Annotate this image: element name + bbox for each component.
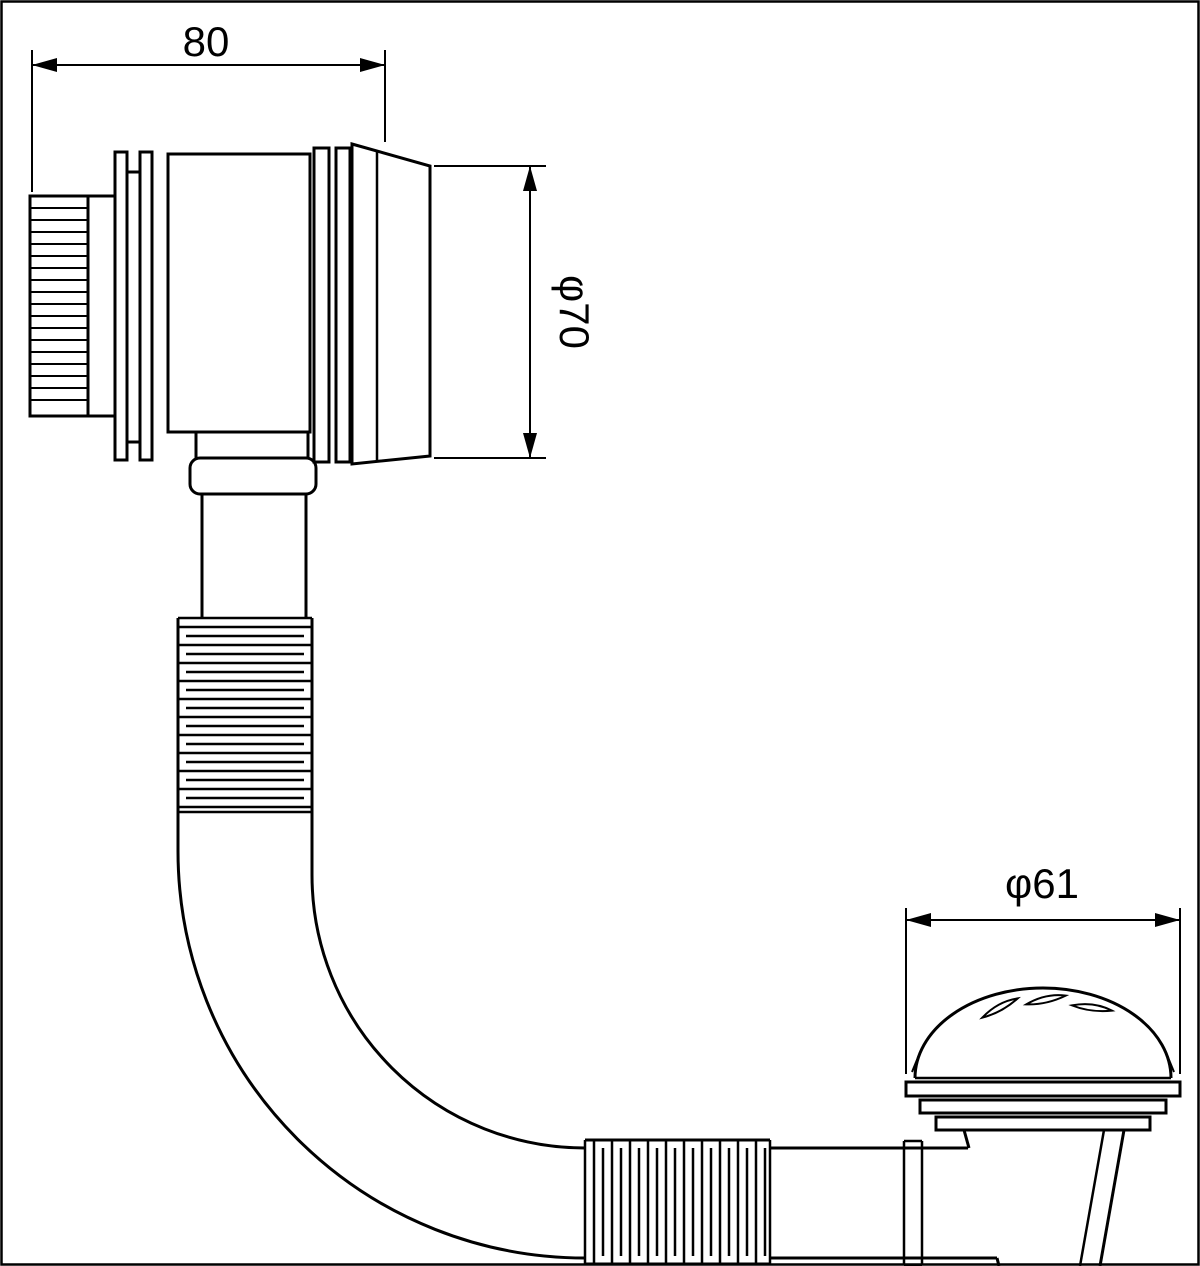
overflow-assembly xyxy=(28,142,432,496)
dim-phi70-label: φ70 xyxy=(551,275,598,349)
arrow-61-right xyxy=(1155,913,1180,927)
dim-phi61-label: φ61 xyxy=(1005,860,1079,907)
compression-nut xyxy=(188,456,318,496)
dimension-labels: 80 φ70 φ61 xyxy=(183,18,1079,907)
pipe-connector xyxy=(194,432,310,458)
elbow-bend xyxy=(176,812,586,1260)
arrow-80-left xyxy=(32,58,57,72)
drain-flange-stack xyxy=(904,1080,1182,1132)
threaded-tail xyxy=(28,194,90,418)
vertical-pipe xyxy=(200,494,308,618)
locknut xyxy=(86,194,117,418)
washer-stack xyxy=(113,150,154,462)
flange-washers xyxy=(312,146,352,464)
dimension-phi61 xyxy=(905,908,1181,1074)
arrow-80-right xyxy=(360,58,385,72)
drain-assembly xyxy=(904,986,1182,1266)
hose-collar xyxy=(902,1139,924,1266)
arrow-70-bottom xyxy=(523,433,537,458)
arrow-70-top xyxy=(523,166,537,191)
overflow-cover-cap xyxy=(350,142,432,466)
corrugated-hose-horizontal xyxy=(583,1138,772,1266)
drain-cover-dome xyxy=(911,986,1175,1080)
fitting-body xyxy=(166,152,312,434)
drain-tailpiece xyxy=(962,1129,1126,1266)
horizontal-pipe xyxy=(770,1146,997,1260)
corrugated-hose-vertical xyxy=(176,616,314,814)
dimension-arrowheads xyxy=(32,58,1180,927)
dimension-phi70 xyxy=(434,165,546,459)
dim-80-label: 80 xyxy=(183,18,230,65)
drain-cover-slots xyxy=(979,994,1116,1020)
arrow-61-left xyxy=(906,913,931,927)
dimension-80 xyxy=(31,50,386,192)
